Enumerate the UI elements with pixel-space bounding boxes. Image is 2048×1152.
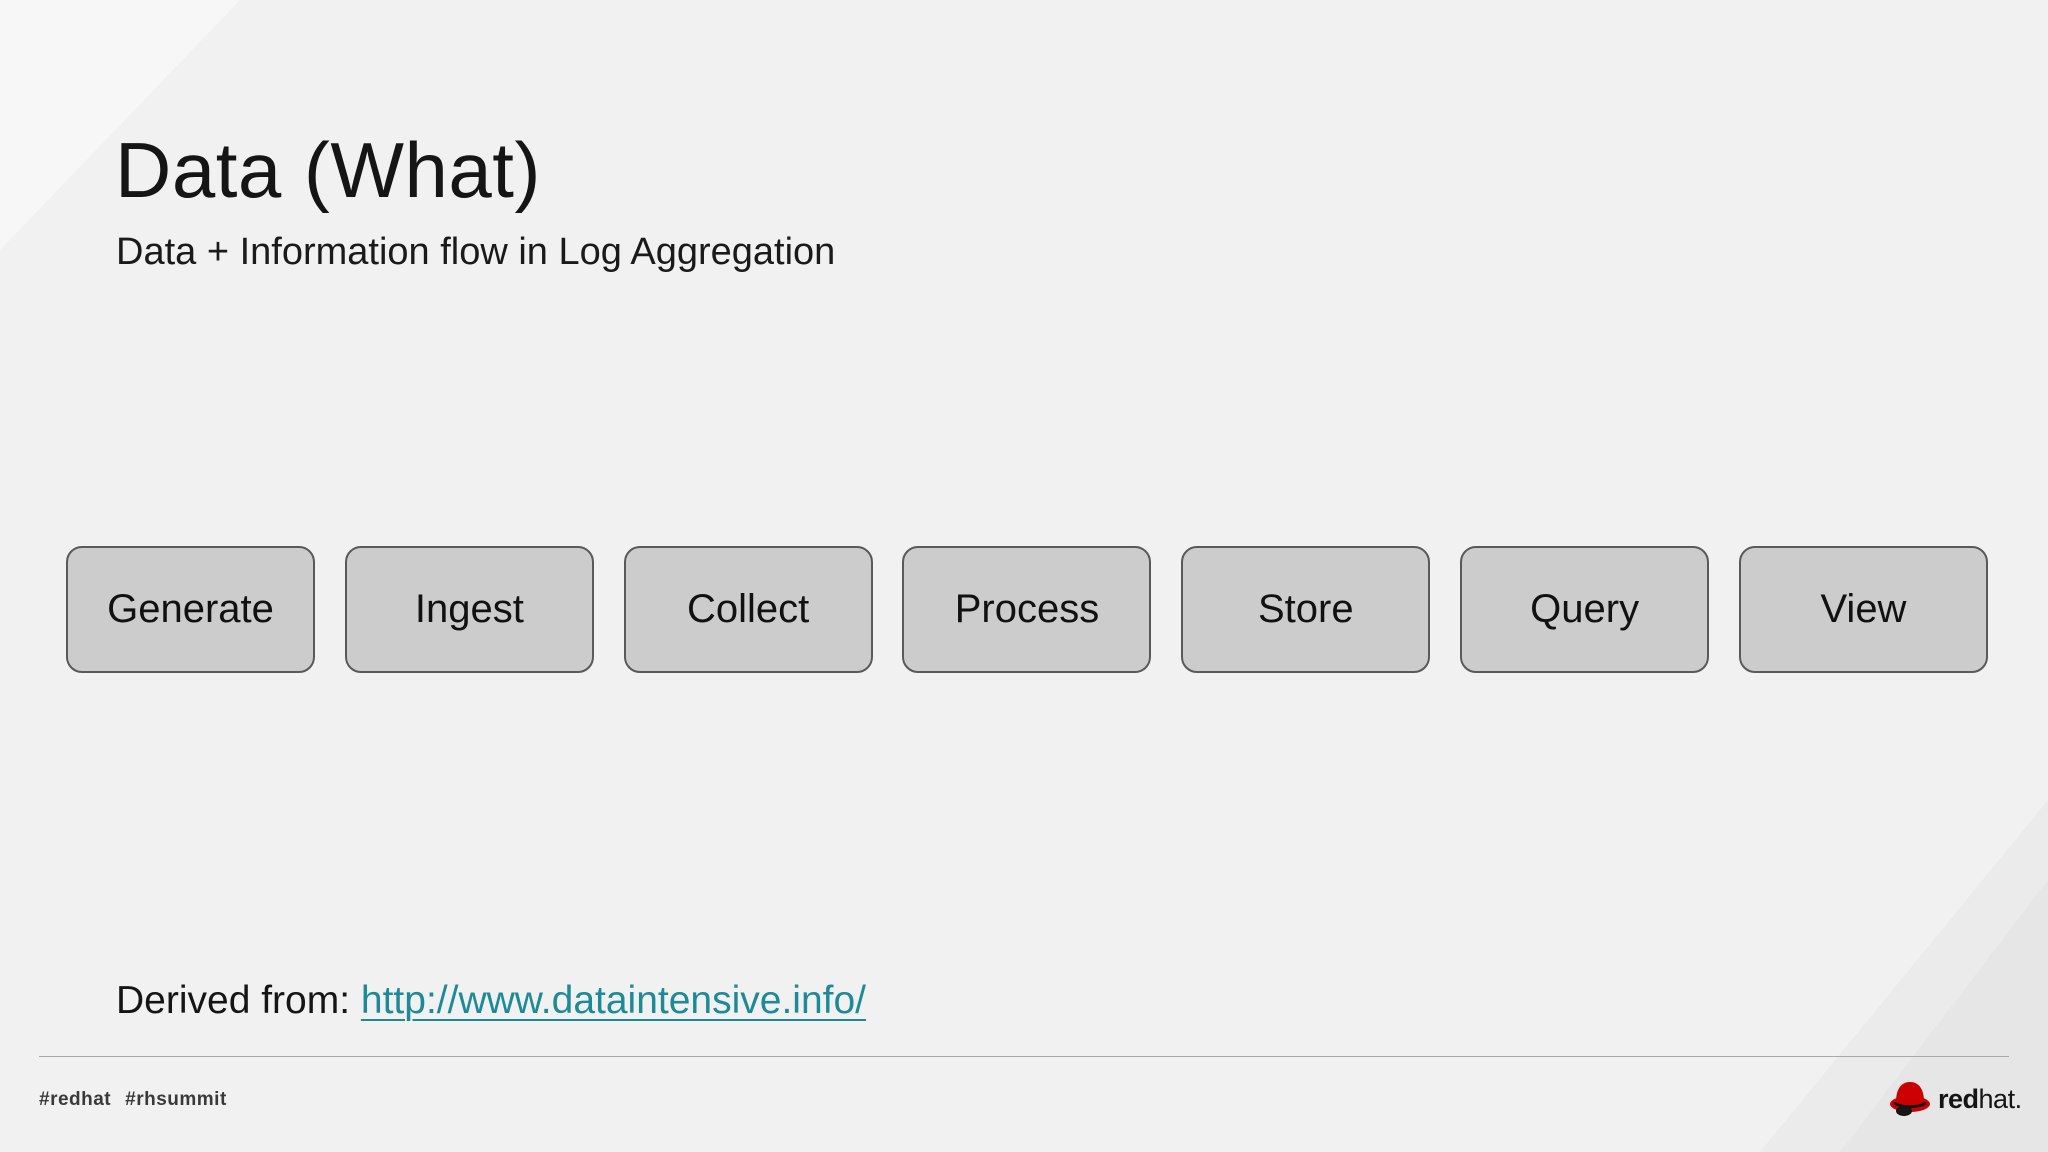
flow-step-query: Query xyxy=(1460,546,1710,673)
flow-step-ingest: Ingest xyxy=(344,546,594,673)
flow-step-process: Process xyxy=(902,546,1152,673)
hashtag-redhat: #redhat xyxy=(39,1089,112,1110)
redhat-wordmark: redhat. xyxy=(1938,1083,2022,1114)
source-link[interactable]: http://www.dataintensive.info/ xyxy=(360,979,867,1022)
slide-title: Data (What) xyxy=(115,126,541,214)
derived-from-label: Derived from: xyxy=(116,979,351,1022)
derived-from-line: Derived from: http://www.dataintensive.i… xyxy=(116,978,866,1025)
slide-subtitle: Data + Information flow in Log Aggregati… xyxy=(116,231,836,273)
redhat-logo: redhat. xyxy=(1888,1080,2022,1118)
data-flow-pipeline: Generate Ingest Collect Process Store Qu… xyxy=(66,546,1988,676)
flow-step-store: Store xyxy=(1181,546,1431,673)
redhat-shadowman-icon xyxy=(1890,1082,1930,1116)
flow-step-generate: Generate xyxy=(66,546,315,673)
footer-divider xyxy=(39,1056,2009,1057)
hashtag-rhsummit: #rhsummit xyxy=(125,1089,227,1110)
footer-hashtags: #redhat #rhsummit xyxy=(39,1089,227,1111)
flow-step-view: View xyxy=(1738,546,1988,673)
flow-step-collect: Collect xyxy=(623,546,873,673)
